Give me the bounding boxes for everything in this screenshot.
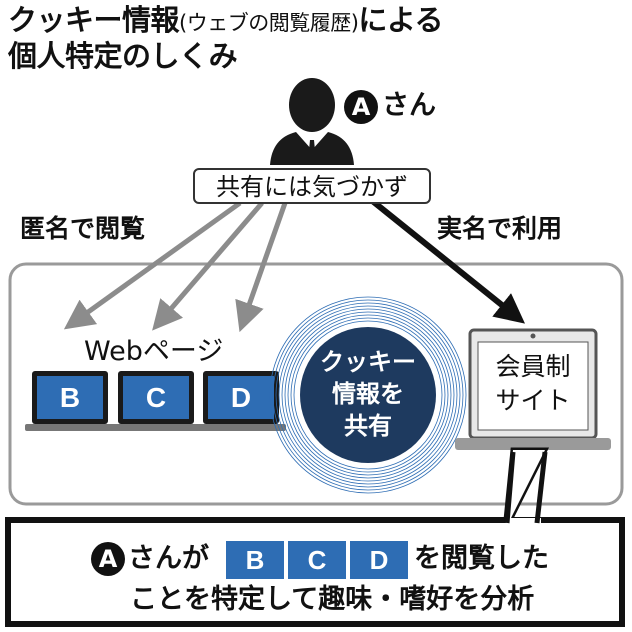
arrow-to-d [235, 202, 288, 333]
result-before: さんが [128, 543, 209, 574]
member-site-line-1: 会員制 [495, 352, 571, 381]
cookie-line-2: 情報を [332, 380, 404, 408]
cookie-circle [269, 296, 467, 494]
anonymous-browse-label: 匿名で閲覧 [20, 214, 146, 243]
cookie-line-3: 共有 [344, 412, 392, 440]
result-page-c: C [307, 545, 327, 575]
result-page-d-box [350, 541, 408, 579]
laptop-c-label: C [145, 382, 167, 413]
page-title: クッキー情報(ウェブの閲覧履歴)による [8, 2, 444, 41]
result-after: を閲覧した [414, 543, 549, 574]
title-lead: クッキー情報 [8, 3, 180, 37]
web-pages-label: Webページ [84, 336, 224, 367]
arrow-to-b [63, 200, 242, 330]
laptop-d-label: D [230, 382, 252, 413]
result-page-b-box [226, 541, 284, 579]
result-page-c-box [288, 541, 346, 579]
person-badge-circle [344, 90, 378, 124]
laptop-b-label: B [59, 382, 81, 413]
laptop-b [25, 371, 115, 431]
result-badge-circle [91, 542, 125, 576]
arrow-to-c [152, 201, 264, 331]
person-suffix: さん [382, 90, 436, 121]
member-site-line-2: サイト [495, 386, 571, 415]
laptop-d [196, 371, 286, 431]
member-site-laptop [455, 328, 611, 450]
result-page-b: B [245, 545, 265, 575]
page-subtitle: 個人特定のしくみ [8, 39, 238, 73]
result-badge-letter: A [98, 545, 118, 573]
title-tail: による [358, 3, 444, 37]
person-icon [270, 78, 354, 165]
result-line-2: ことを特定して趣味・嗜好を分析 [130, 584, 535, 615]
title-paren: (ウェブの閲覧履歴) [179, 11, 359, 35]
person-badge-letter: A [351, 93, 371, 121]
laptop-c [111, 371, 201, 431]
result-page-d: D [369, 545, 389, 575]
cookie-line-1: クッキー [320, 348, 416, 376]
shared-label: 共有には気づかず [193, 168, 431, 204]
arrow-to-member-site [363, 192, 526, 324]
real-name-label: 実名で利用 [437, 214, 563, 243]
